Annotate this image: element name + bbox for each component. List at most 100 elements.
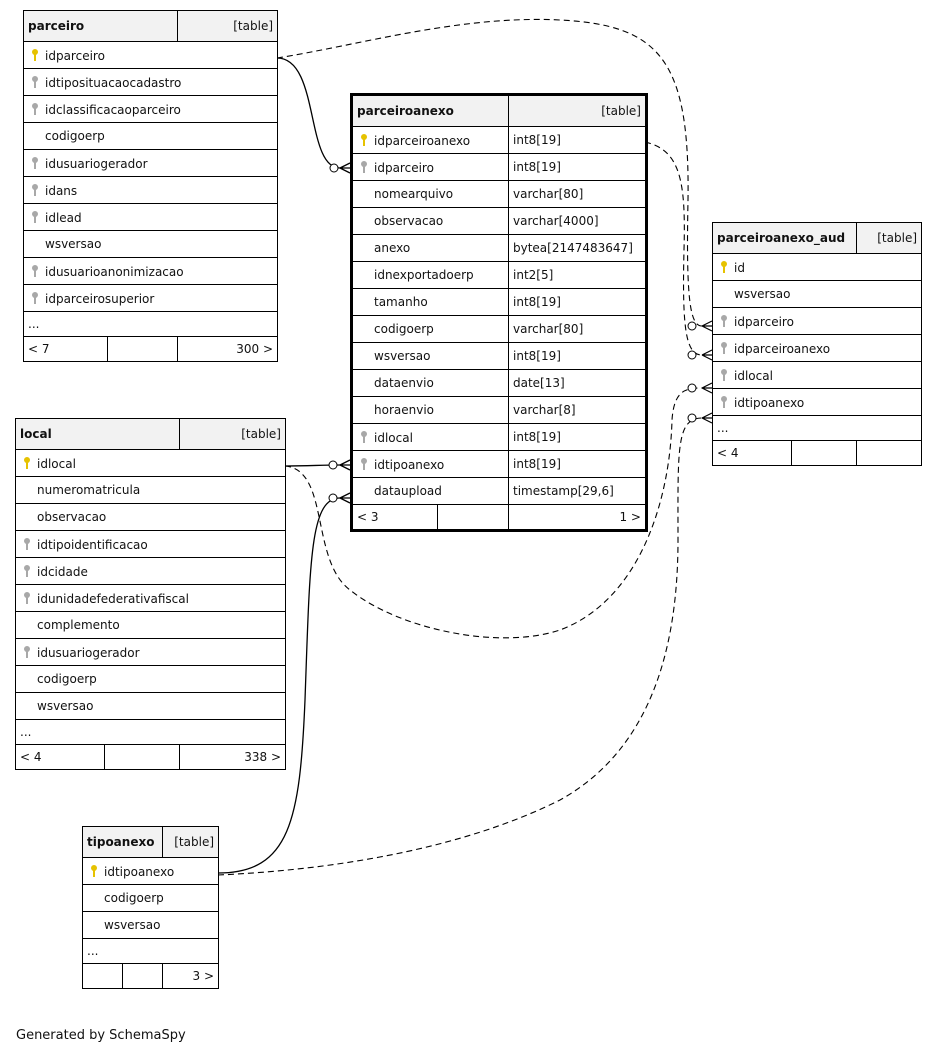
column-cell[interactable]: idlocal	[711, 361, 923, 389]
column-row[interactable]: idparceirosuperior	[22, 284, 279, 312]
parents-count[interactable]: < 4	[15, 744, 105, 770]
column-cell[interactable]: idunidadefederativafiscal	[15, 584, 286, 612]
column-row[interactable]: idtipoanexo	[711, 388, 923, 416]
children-count[interactable]: 338 >	[179, 744, 286, 770]
column-cell[interactable]: idtiposituacaocadastro	[22, 68, 279, 96]
parents-count[interactable]: < 4	[712, 440, 792, 466]
column-row[interactable]: idlead	[22, 203, 279, 231]
column-row[interactable]: idclassificacaoparceiro	[22, 95, 279, 123]
children-count[interactable]: 300 >	[177, 336, 279, 362]
column-cell[interactable]: complemento	[15, 611, 286, 639]
children-count[interactable]	[856, 440, 923, 466]
column-row[interactable]: wsversao	[15, 692, 286, 720]
column-row[interactable]: wsversao	[711, 280, 923, 308]
column-cell[interactable]: codigoerp	[15, 665, 286, 693]
column-cell[interactable]: wsversao	[81, 911, 220, 939]
column-cell[interactable]: idusuarioanonimizacao	[22, 257, 279, 285]
column-cell[interactable]: observacao	[15, 503, 286, 531]
column-cell[interactable]: idclassificacaoparceiro	[22, 95, 279, 123]
column-row[interactable]: wsversao	[81, 911, 220, 939]
column-row[interactable]: codigoerp	[81, 884, 220, 912]
column-cell[interactable]: anexo	[351, 234, 509, 262]
column-cell[interactable]: idtipoanexo	[81, 857, 220, 885]
column-cell[interactable]: wsversao	[351, 342, 509, 370]
column-row[interactable]: numeromatricula	[15, 476, 286, 504]
column-cell[interactable]: idusuariogerador	[22, 149, 279, 177]
children-count[interactable]: 1 >	[508, 504, 647, 531]
column-row[interactable]: idtipoidentificacao	[15, 530, 286, 558]
column-cell[interactable]: nomearquivo	[351, 180, 509, 208]
column-cell[interactable]: idparceiro	[711, 307, 923, 335]
column-cell[interactable]: numeromatricula	[15, 476, 286, 504]
column-cell[interactable]: idlocal	[351, 423, 509, 451]
column-row[interactable]: codigoerp	[22, 122, 279, 150]
column-row[interactable]: idusuariogerador	[22, 149, 279, 177]
column-row[interactable]: complemento	[15, 611, 286, 639]
column-cell[interactable]: codigoerp	[351, 315, 509, 343]
column-row[interactable]: observacao	[15, 503, 286, 531]
column-cell[interactable]: wsversao	[22, 230, 279, 258]
column-row[interactable]: idunidadefederativafiscal	[15, 584, 286, 612]
parents-count[interactable]	[82, 963, 123, 989]
column-row[interactable]: id	[711, 253, 923, 281]
column-cell[interactable]: idparceiroanexo	[711, 334, 923, 362]
column-cell[interactable]: idans	[22, 176, 279, 204]
column-cell[interactable]: observacao	[351, 207, 509, 235]
column-row[interactable]: idlocal	[15, 449, 286, 477]
column-row[interactable]: idusuariogerador	[15, 638, 286, 666]
column-row[interactable]: idparceiro	[22, 41, 279, 69]
column-row[interactable]: wsversao	[22, 230, 279, 258]
column-cell[interactable]: dataenvio	[351, 369, 509, 397]
children-count[interactable]: 3 >	[162, 963, 220, 989]
table-name[interactable]: parceiroanexo	[351, 94, 509, 127]
column-row[interactable]: idtipoanexo	[81, 857, 220, 885]
table-name[interactable]: parceiro	[22, 10, 179, 42]
column-cell[interactable]: idparceiroanexo	[351, 126, 509, 154]
column-row[interactable]: idusuarioanonimizacao	[22, 257, 279, 285]
parents-count[interactable]: < 7	[23, 336, 108, 362]
column-row[interactable]: idtiposituacaocadastro	[22, 68, 279, 96]
column-cell[interactable]: dataupload	[351, 477, 509, 505]
column-cell[interactable]: idusuariogerador	[15, 638, 286, 666]
column-row[interactable]: idparceiro	[711, 307, 923, 335]
parents-count[interactable]: < 3	[351, 504, 438, 531]
column-cell[interactable]: wsversao	[15, 692, 286, 720]
column-cell[interactable]: codigoerp	[22, 122, 279, 150]
column-cell[interactable]: tamanho	[351, 288, 509, 316]
table-name[interactable]: tipoanexo	[81, 826, 164, 858]
column-row[interactable]: idparceiroanexo	[711, 334, 923, 362]
column-cell[interactable]: horaenvio	[351, 396, 509, 424]
table-name[interactable]: local	[15, 418, 180, 450]
column-cell[interactable]: idparceiro	[351, 153, 509, 181]
column-cell[interactable]: idlead	[22, 203, 279, 231]
column-cell[interactable]: idparceiro	[22, 41, 279, 69]
column-cell[interactable]: idlocal	[15, 449, 286, 477]
column-cell[interactable]: idnexportadoerp	[351, 261, 509, 289]
column-cell[interactable]: idtipoanexo	[711, 388, 923, 416]
column-cell[interactable]: id	[711, 253, 923, 281]
table-name[interactable]: parceiroanexo_aud	[711, 222, 858, 254]
column-cell[interactable]: idtipoanexo	[351, 450, 509, 478]
column-row[interactable]: idlocal	[711, 361, 923, 389]
column-cell[interactable]: codigoerp	[81, 884, 220, 912]
column-row[interactable]: idcidade	[15, 557, 286, 585]
column-cell[interactable]: idcidade	[15, 557, 286, 585]
column-cell[interactable]: idtipoidentificacao	[15, 530, 286, 558]
